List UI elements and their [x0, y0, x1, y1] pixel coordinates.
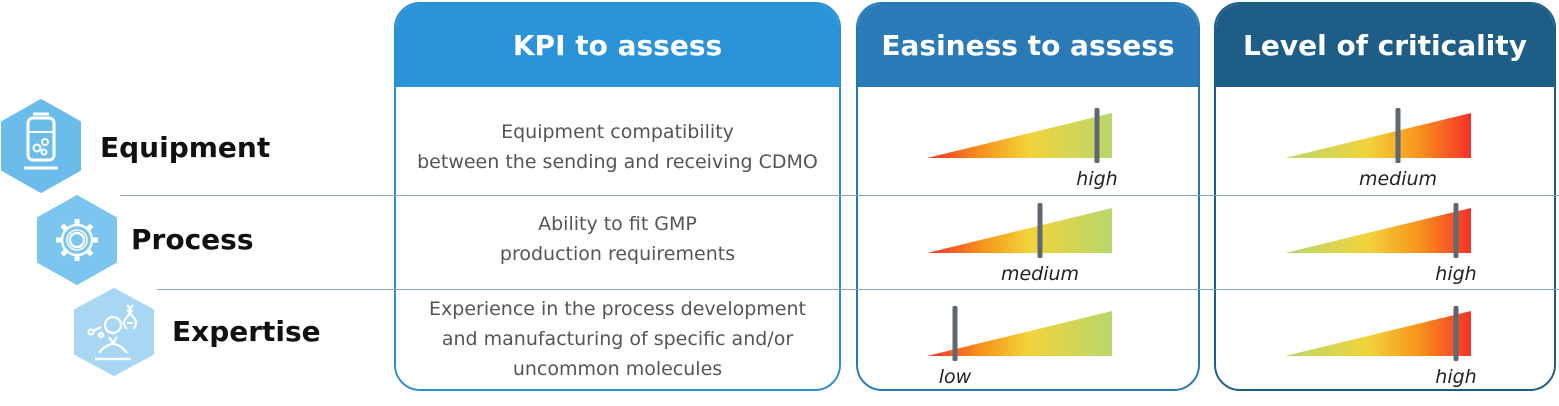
gauge-wedge [1285, 311, 1471, 356]
gauge-marker [1395, 108, 1401, 163]
kpi-text-expertise: Experience in the process development an… [394, 294, 841, 384]
gauge-crit-process [1285, 203, 1471, 258]
row-separator [157, 289, 1559, 290]
criticality-column: Level of criticality [1214, 2, 1556, 391]
gauge-marker [952, 306, 958, 361]
gauge-marker [1453, 203, 1459, 258]
category-label-equipment: Equipment [100, 131, 271, 164]
criticality-column-header: Level of criticality [1216, 4, 1554, 87]
category-label-expertise: Expertise [172, 315, 321, 348]
gauge-ease-equipment [927, 108, 1112, 163]
gauge-label: medium [1358, 168, 1438, 190]
gauge-marker [1037, 203, 1043, 258]
gauge-wedge [927, 208, 1112, 253]
kpi-line: and manufacturing of specific and/or [441, 328, 794, 350]
kpi-text-equipment: Equipment compatibility between the send… [394, 117, 841, 177]
gauge-ease-process [927, 203, 1112, 258]
row-separator [120, 195, 1559, 196]
gauge-crit-expertise [1285, 306, 1471, 361]
kpi-line: uncommon molecules [512, 358, 723, 380]
gauge-wedge [1285, 208, 1471, 253]
bioreactor-icon [1, 99, 81, 193]
easiness-column: Easiness to assess [856, 2, 1200, 391]
gauge-wedge [927, 311, 1112, 356]
gauge-marker [1094, 108, 1100, 163]
scientist-dna-icon [74, 288, 154, 376]
kpi-column: KPI to assess [394, 2, 841, 391]
gauge-label: high [1435, 263, 1477, 285]
gauge-label: low [938, 366, 972, 388]
gauge-label: medium [1000, 263, 1080, 285]
category-label-process: Process [131, 223, 254, 256]
kpi-line: between the sending and receiving CDMO [417, 151, 818, 173]
gauge-wedge [927, 113, 1112, 158]
gauge-label: high [1435, 366, 1477, 388]
gauge-ease-expertise [927, 306, 1112, 361]
kpi-text-process: Ability to fit GMP production requiremen… [394, 209, 841, 269]
kpi-line: Experience in the process development [429, 298, 806, 320]
gauge-marker [1453, 306, 1459, 361]
kpi-column-header: KPI to assess [396, 4, 839, 87]
gauge-wedge [1285, 113, 1471, 158]
gear-icon [37, 195, 117, 285]
kpi-line: Equipment compatibility [501, 121, 734, 143]
kpi-line: production requirements [499, 243, 736, 265]
gauge-crit-equipment [1285, 108, 1471, 163]
gauge-label: high [1076, 168, 1118, 190]
kpi-line: Ability to fit GMP [538, 213, 697, 235]
easiness-column-header: Easiness to assess [858, 4, 1198, 87]
